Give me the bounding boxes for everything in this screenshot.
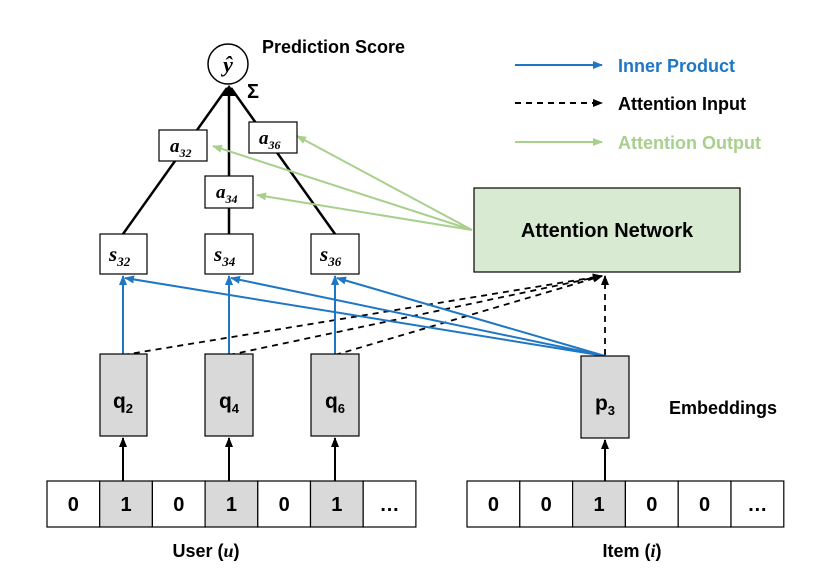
sum-arrowhead <box>221 85 237 96</box>
item-vector-cell-value: 0 <box>541 494 552 516</box>
item-vector-cell-value: 0 <box>699 494 710 516</box>
item-vector-cell: … <box>730 480 785 528</box>
attention-network: Attention Network <box>473 187 741 273</box>
prediction-symbol: ŷ <box>220 52 233 77</box>
svg-text:s34: s34 <box>213 242 236 269</box>
user-vector-cell: 1 <box>99 480 153 528</box>
svg-text:q4: q4 <box>219 390 240 416</box>
user-vector-cell-value: 1 <box>226 494 237 516</box>
embedding-q6: q6 <box>310 353 360 437</box>
user-vector-cell: 1 <box>309 480 364 528</box>
user-vector-cell: 1 <box>204 480 259 528</box>
svg-text:a36: a36 <box>259 128 281 152</box>
prediction-node <box>207 43 249 85</box>
svg-text:q2: q2 <box>113 390 133 416</box>
user-vector-cell-value: … <box>380 494 400 516</box>
item-vector: 0 0 1 0 0 … <box>466 480 785 528</box>
embedding-q2: q2 <box>99 353 148 437</box>
embedding-q4: q4 <box>204 353 254 437</box>
score-s32: s32 <box>99 233 148 275</box>
prediction-title: Prediction Score <box>262 37 405 57</box>
svg-text:s32: s32 <box>108 242 131 269</box>
item-vector-cell-value: 0 <box>646 494 657 516</box>
legend-attention-input-label: Attention Input <box>618 94 746 114</box>
attention-weight-a32: a32 <box>158 129 208 162</box>
embeddings-label: Embeddings <box>669 398 777 418</box>
user-vector-cell: 0 <box>46 480 101 528</box>
user-vector-cell-value: 1 <box>331 494 342 516</box>
item-vector-cell-value: 1 <box>593 494 604 516</box>
item-vector-cell: 0 <box>624 480 679 528</box>
svg-text:q6: q6 <box>325 390 345 416</box>
user-vector-cell: 0 <box>151 480 206 528</box>
attention-input-arrows <box>122 273 609 356</box>
user-vector-cell: … <box>362 480 417 528</box>
user-vector-cell-value: 0 <box>279 494 290 516</box>
item-vector-cell-value: … <box>747 494 767 516</box>
aggregation-lines <box>121 85 337 235</box>
user-vector-cell: 0 <box>257 480 312 528</box>
user-vector-cell-value: 0 <box>173 494 184 516</box>
attention-weight-a34: a34 <box>204 175 254 209</box>
item-vector-cell: 0 <box>519 480 574 528</box>
user-vector: 0 1 0 1 0 1 … <box>46 480 417 528</box>
user-vector-cell-value: 1 <box>120 494 131 516</box>
svg-text:p3: p3 <box>595 392 615 418</box>
attention-output-arrows <box>212 135 473 231</box>
score-s34: s34 <box>204 233 254 275</box>
score-s36: s36 <box>310 233 360 275</box>
inner-product-arrows <box>119 275 606 357</box>
svg-text:a34: a34 <box>216 182 238 206</box>
attention-network-label: Attention Network <box>521 220 694 242</box>
embedding-p3: p3 <box>580 355 630 439</box>
legend: Inner Product Attention Input Attention … <box>515 56 761 153</box>
attention-weight-a36: a36 <box>248 121 298 154</box>
item-vector-cell-value: 0 <box>488 494 499 516</box>
item-vector-cell: 0 <box>466 480 521 528</box>
item-vector-cell: 0 <box>677 480 732 528</box>
user-vector-cell-value: 0 <box>68 494 79 516</box>
item-vector-label: Item (i) <box>602 541 661 561</box>
sum-symbol: Σ <box>247 81 259 103</box>
item-vector-cell: 1 <box>571 480 626 528</box>
svg-text:a32: a32 <box>170 136 192 160</box>
svg-text:s36: s36 <box>319 242 342 269</box>
lookup-arrows <box>119 437 609 481</box>
legend-attention-output-label: Attention Output <box>618 133 761 153</box>
legend-inner-product-label: Inner Product <box>618 56 735 76</box>
user-vector-label: User (u) <box>172 541 239 561</box>
